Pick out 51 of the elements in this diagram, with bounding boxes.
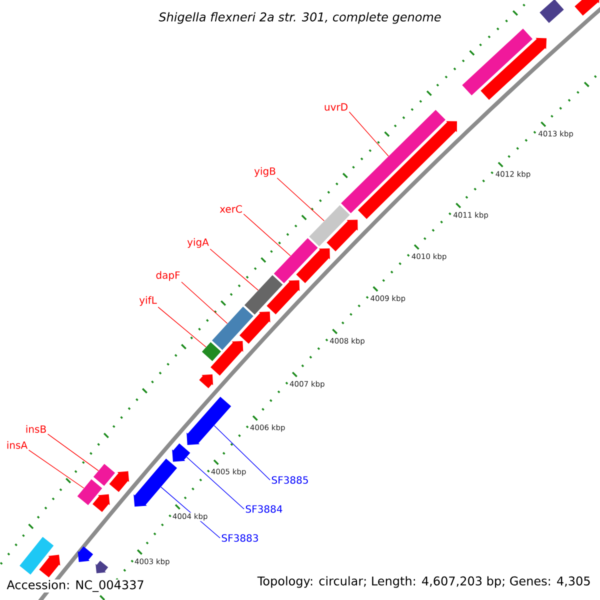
leader-line	[28, 450, 84, 488]
gene-label: uvrD	[324, 103, 348, 111]
gene-block	[39, 554, 60, 578]
gene-bar	[212, 306, 254, 350]
gene-block	[134, 458, 178, 507]
leader-line	[210, 248, 258, 291]
gene-bar	[202, 342, 222, 362]
gene-block	[480, 38, 547, 100]
gene-label: xerC	[220, 205, 242, 213]
gene-block	[210, 341, 244, 376]
title: Shigella flexneri 2a str. 301, complete genome	[158, 12, 441, 24]
gene-block	[109, 471, 130, 492]
gene-label: SF3884	[246, 505, 282, 513]
gene-label: SF3885	[272, 476, 308, 484]
accession-label: Accession: NC_004337	[6, 580, 145, 592]
leader-line	[276, 178, 325, 222]
leader-line	[243, 214, 291, 256]
gene-bar	[244, 275, 283, 315]
gene-block	[240, 312, 270, 344]
gene-bar	[20, 536, 54, 575]
gene-bar	[77, 479, 102, 506]
leader-line	[214, 425, 270, 480]
leader-line	[181, 282, 228, 324]
gene-block	[186, 396, 232, 445]
gene-bar	[341, 110, 446, 214]
leader-line	[158, 306, 206, 348]
gene-block	[199, 374, 214, 388]
gene-block	[574, 0, 600, 16]
gene-bar	[309, 205, 350, 246]
gene-block	[96, 560, 108, 574]
leader-line	[348, 112, 389, 156]
gene-label: insB	[26, 425, 46, 433]
gene-label: SF3883	[222, 534, 258, 542]
gene-block	[172, 443, 190, 462]
gene-block	[326, 220, 358, 252]
gene-block	[296, 248, 330, 284]
gene-block	[266, 280, 300, 314]
gene-label: yigA	[187, 238, 209, 248]
gene-label: dapF	[156, 271, 180, 281]
gene-block	[92, 494, 110, 512]
gene-block	[78, 546, 94, 562]
gene-bar	[540, 0, 564, 23]
gene-bar	[93, 464, 116, 486]
gene-label: yifL	[139, 296, 157, 306]
leader-line	[186, 456, 244, 510]
summary-label: Topology: circular; Length: 4,607,203 bp; Genes: 4,305	[257, 576, 590, 588]
gene-bar	[274, 238, 318, 284]
gene-label: insA	[7, 441, 28, 449]
gene-bar	[462, 28, 533, 96]
leader-line	[47, 434, 99, 471]
gene-label: yigB	[254, 167, 276, 177]
